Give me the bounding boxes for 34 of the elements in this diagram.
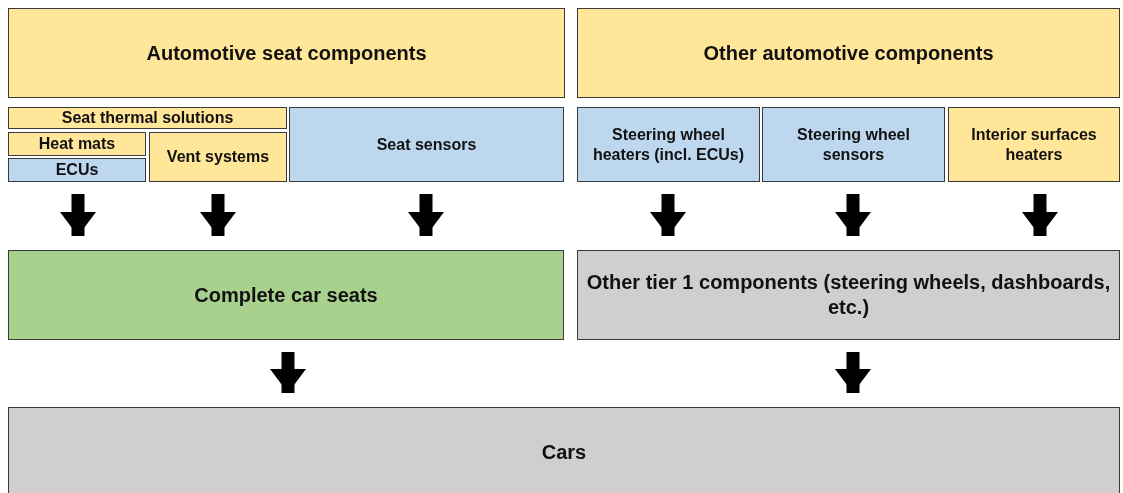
arrow (835, 194, 871, 236)
component-box (8, 132, 146, 156)
component-box (948, 107, 1120, 182)
arrow (835, 352, 871, 393)
category-header (577, 8, 1120, 98)
box-label: Steering wheel sensors (796, 124, 911, 165)
arrow (408, 194, 444, 236)
box-label: Seat sensors (375, 134, 478, 155)
product-box (577, 250, 1120, 340)
category-header (8, 8, 565, 98)
box-label: ECUs (54, 160, 100, 180)
box-label: Automotive seat components (145, 40, 428, 66)
box-label: Heat mats (37, 134, 117, 154)
arrow (1022, 194, 1058, 236)
box-label: Other automotive components (702, 40, 995, 66)
box-label: Seat thermal solutions (60, 108, 235, 128)
box-label: Complete car seats (193, 282, 379, 308)
arrow (200, 194, 236, 236)
box-label: Cars (540, 439, 588, 465)
product-box (8, 407, 1120, 493)
box-label: Vent systems (165, 147, 271, 167)
arrow (270, 352, 306, 393)
box-label: Steering wheel heaters (incl. ECUs) (591, 124, 746, 165)
component-box (8, 158, 146, 182)
component-box (149, 132, 287, 182)
arrow (60, 194, 96, 236)
product-box (8, 250, 564, 340)
arrow (650, 194, 686, 236)
component-box (762, 107, 945, 182)
component-box (577, 107, 760, 182)
component-box (289, 107, 564, 182)
box-label: Interior surfaces heaters (970, 124, 1098, 165)
box-label: Other tier 1 components (steering wheels, dashboards, etc.) (585, 270, 1112, 320)
component-box (8, 107, 287, 129)
